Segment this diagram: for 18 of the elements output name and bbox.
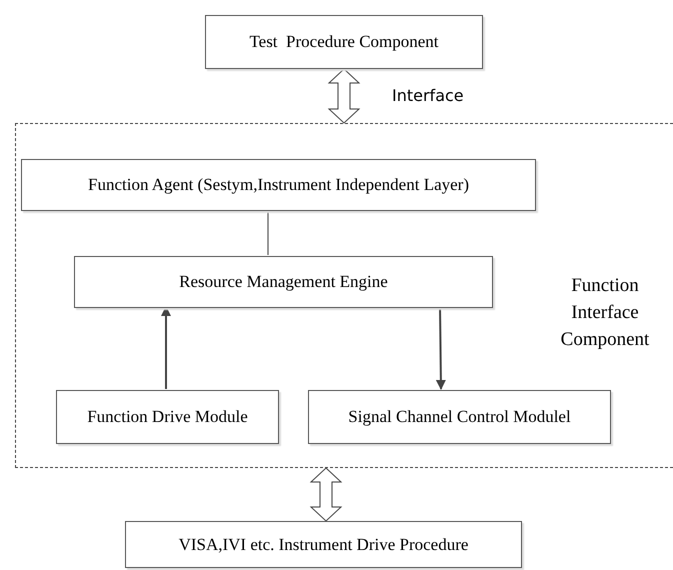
process-box bbox=[21, 159, 536, 211]
process-box bbox=[56, 390, 279, 444]
group-title: Function Interface Component bbox=[560, 274, 650, 352]
double-block-arrow bbox=[328, 68, 360, 124]
double-block-arrow bbox=[310, 467, 342, 522]
dashed-group-frame bbox=[15, 123, 673, 468]
box-label: VISA,IVI etc. Instrument Drive Procedure bbox=[178, 534, 468, 556]
arrow bbox=[161, 306, 171, 389]
process-box bbox=[125, 521, 522, 568]
box-label: Function Agent (Sestym,Instrument Independent Layer) bbox=[88, 174, 469, 196]
process-box bbox=[74, 256, 493, 308]
process-box bbox=[205, 15, 483, 69]
box-label: Resource Management Engine bbox=[179, 271, 388, 294]
box-label: Function Drive Module bbox=[87, 406, 248, 428]
box-label: Test Procedure Component bbox=[249, 31, 439, 54]
box-label: Signal Channel Control Modulel bbox=[348, 406, 571, 428]
arrow bbox=[436, 306, 446, 390]
process-box bbox=[308, 390, 611, 444]
